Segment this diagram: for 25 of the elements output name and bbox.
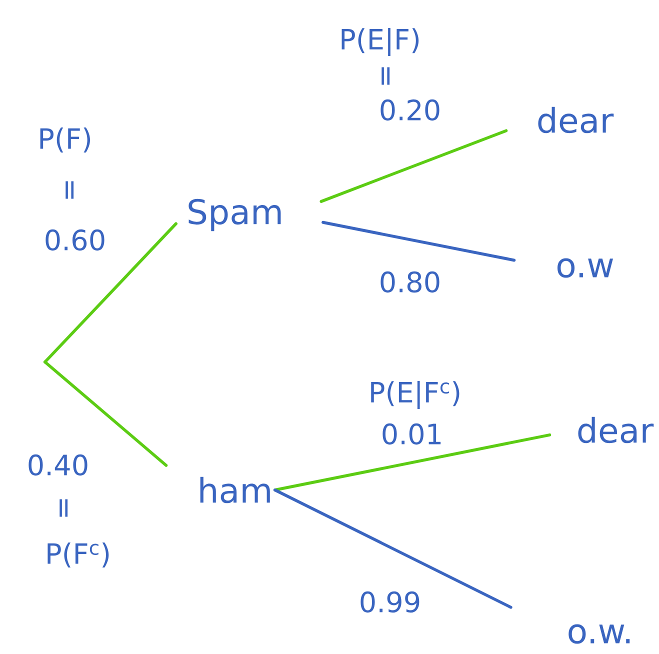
node-text: Spam <box>188 198 281 232</box>
branch-line <box>273 433 552 492</box>
probability-label: P(F$^{c}$) <box>48 542 109 568</box>
branch-line <box>44 360 168 467</box>
branch-line <box>320 129 508 203</box>
edge-label: 0.40 <box>26 453 90 477</box>
edge-label: 0.20 <box>378 98 442 122</box>
probability-label: = <box>60 499 68 517</box>
probability-label: P(E|F$^{c}$) <box>371 381 460 409</box>
edge-label: 0.60 <box>42 228 108 252</box>
probability-label: = <box>382 67 390 85</box>
edge-label: 0.80 <box>378 270 442 294</box>
branch-line <box>44 222 178 364</box>
node-text: o.w <box>557 258 614 278</box>
edge-label: 0.01 <box>380 422 444 446</box>
probability-label: = <box>66 181 74 199</box>
node-text: dear <box>538 106 614 134</box>
probability-label: P(E|F) <box>342 28 419 56</box>
probability-label: P(F) <box>40 128 90 152</box>
branch-line <box>322 220 516 262</box>
edge-label: 0.99 <box>358 590 422 614</box>
node-text: dear <box>578 416 654 444</box>
branch-line <box>273 488 512 609</box>
node-text: o.w. <box>568 624 630 644</box>
node-text: ham <box>200 476 270 504</box>
